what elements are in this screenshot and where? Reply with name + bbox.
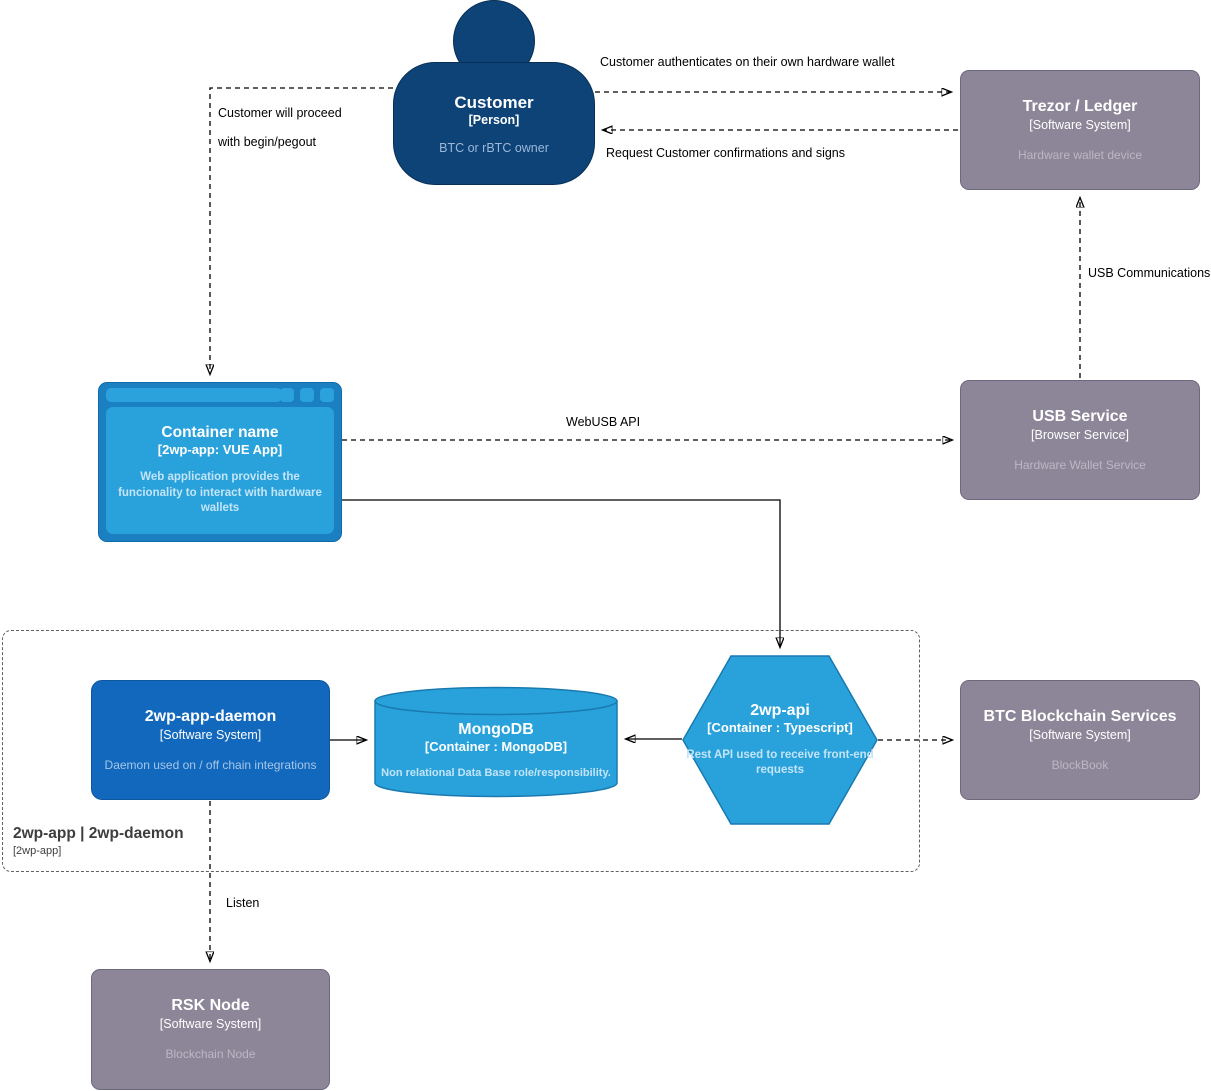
cylinder-icon: [374, 686, 618, 798]
node-usb-service[interactable]: USB Service [Browser Service] Hardware W…: [960, 380, 1200, 500]
node-subtitle: [Software System]: [1029, 727, 1131, 742]
boundary-2wp-app[interactable]: 2wp-app | 2wp-daemon [2wp-app]: [2, 630, 920, 872]
node-title: RSK Node: [171, 997, 250, 1015]
edge-label-proceed-line1: Customer will proceed: [218, 106, 342, 120]
browser-button-icon: [320, 388, 334, 402]
edge-label-listen: Listen: [226, 896, 260, 910]
node-title: MongoDB: [458, 721, 534, 738]
browser-button-icon: [300, 388, 314, 402]
node-subtitle: [Software System]: [1029, 117, 1131, 132]
edge-webapp-to-api: [342, 499, 780, 647]
node-title: Container name: [161, 424, 279, 442]
node-subtitle: [2wp-app: VUE App]: [157, 442, 283, 458]
node-mongodb[interactable]: MongoDB [Container : MongoDB] Non relati…: [374, 686, 618, 798]
edge-label-confirmations: Request Customer confirmations and signs: [606, 146, 846, 160]
browser-button-icon: [280, 388, 294, 402]
edge-customer-to-webapp: [210, 87, 393, 374]
browser-addressbar-icon: [106, 388, 282, 402]
node-subtitle: [Container : Typescript]: [707, 720, 853, 736]
node-title: Customer: [454, 92, 534, 112]
boundary-title: 2wp-app | 2wp-daemon: [13, 825, 184, 842]
node-title: 2wp-api: [750, 702, 810, 720]
node-description: Rest API used to receive front-end reque…: [686, 749, 874, 776]
node-description: BTC or rBTC owner: [439, 140, 549, 155]
node-subtitle: [Software System]: [159, 727, 262, 742]
node-description: BlockBook: [1051, 757, 1109, 772]
node-description: Non relational Data Base role/responsibi…: [381, 767, 611, 779]
node-title: USB Service: [1032, 407, 1128, 425]
boundary-subtitle: [2wp-app]: [13, 845, 62, 857]
node-title: Trezor / Ledger: [1022, 97, 1138, 115]
hexagon-icon: [682, 655, 878, 825]
node-description: Hardware Wallet Service: [1014, 457, 1146, 472]
node-description: Blockchain Node: [165, 1047, 256, 1062]
node-subtitle: [Browser Service]: [1031, 427, 1129, 442]
hexagon-text: 2wp-api [Container : Typescript] Rest AP…: [682, 655, 878, 825]
node-2wp-api[interactable]: 2wp-api [Container : Typescript] Rest AP…: [682, 655, 878, 825]
cylinder-text: MongoDB [Container : MongoDB] Non relati…: [374, 686, 618, 798]
edge-label-usb-communications: USB Communications: [1088, 266, 1211, 280]
node-description: Daemon used on / off chain integrations: [104, 757, 317, 772]
node-trezor-ledger[interactable]: Trezor / Ledger [Software System] Hardwa…: [960, 70, 1200, 190]
node-description: Hardware wallet device: [1017, 147, 1143, 162]
boundary-label: 2wp-app | 2wp-daemon [2wp-app]: [13, 825, 184, 857]
node-2wp-app-webapp[interactable]: Container name [2wp-app: VUE App] Web ap…: [98, 382, 342, 542]
node-subtitle: [Container : MongoDB]: [424, 739, 568, 754]
edge-label-authenticates: Customer authenticates on their own hard…: [600, 55, 895, 69]
node-rsk-node[interactable]: RSK Node [Software System] Blockchain No…: [91, 969, 330, 1090]
node-subtitle: [Software System]: [159, 1017, 262, 1032]
node-btc-blockchain-services[interactable]: BTC Blockchain Services [Software System…: [960, 680, 1200, 800]
node-subtitle: [Person]: [468, 112, 520, 127]
node-2wp-app-daemon[interactable]: 2wp-app-daemon [Software System] Daemon …: [91, 680, 330, 800]
browser-topbar: [106, 388, 334, 402]
node-description: Web application provides the funcionalit…: [118, 471, 322, 515]
node-customer[interactable]: Customer [Person] BTC or rBTC owner: [393, 62, 595, 185]
node-title: BTC Blockchain Services: [983, 707, 1177, 725]
edge-label-webusb-api: WebUSB API: [566, 415, 641, 429]
browser-content: Container name [2wp-app: VUE App] Web ap…: [106, 407, 334, 534]
node-title: 2wp-app-daemon: [144, 707, 277, 725]
edge-label-proceed-line2: with begin/pegout: [218, 135, 316, 149]
